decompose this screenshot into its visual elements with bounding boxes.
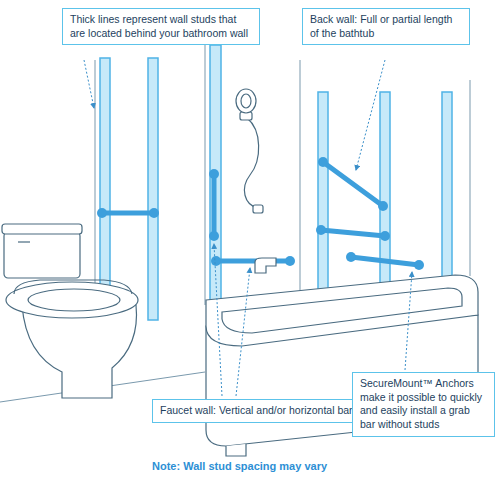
note-text: Note: Wall stud spacing may vary bbox=[152, 460, 327, 472]
callout-text: SecureMount™ Anchors make it possible to… bbox=[360, 377, 487, 432]
callout-box: SecureMount™ Anchors make it possible to… bbox=[352, 372, 495, 437]
callout-box: Back wall: Full or partial length of the… bbox=[302, 8, 470, 45]
callout-text: Thick lines represent wall studs that ar… bbox=[70, 13, 252, 40]
callout-box: Thick lines represent wall studs that ar… bbox=[62, 8, 260, 45]
callout-text: Back wall: Full or partial length of the… bbox=[310, 13, 462, 40]
